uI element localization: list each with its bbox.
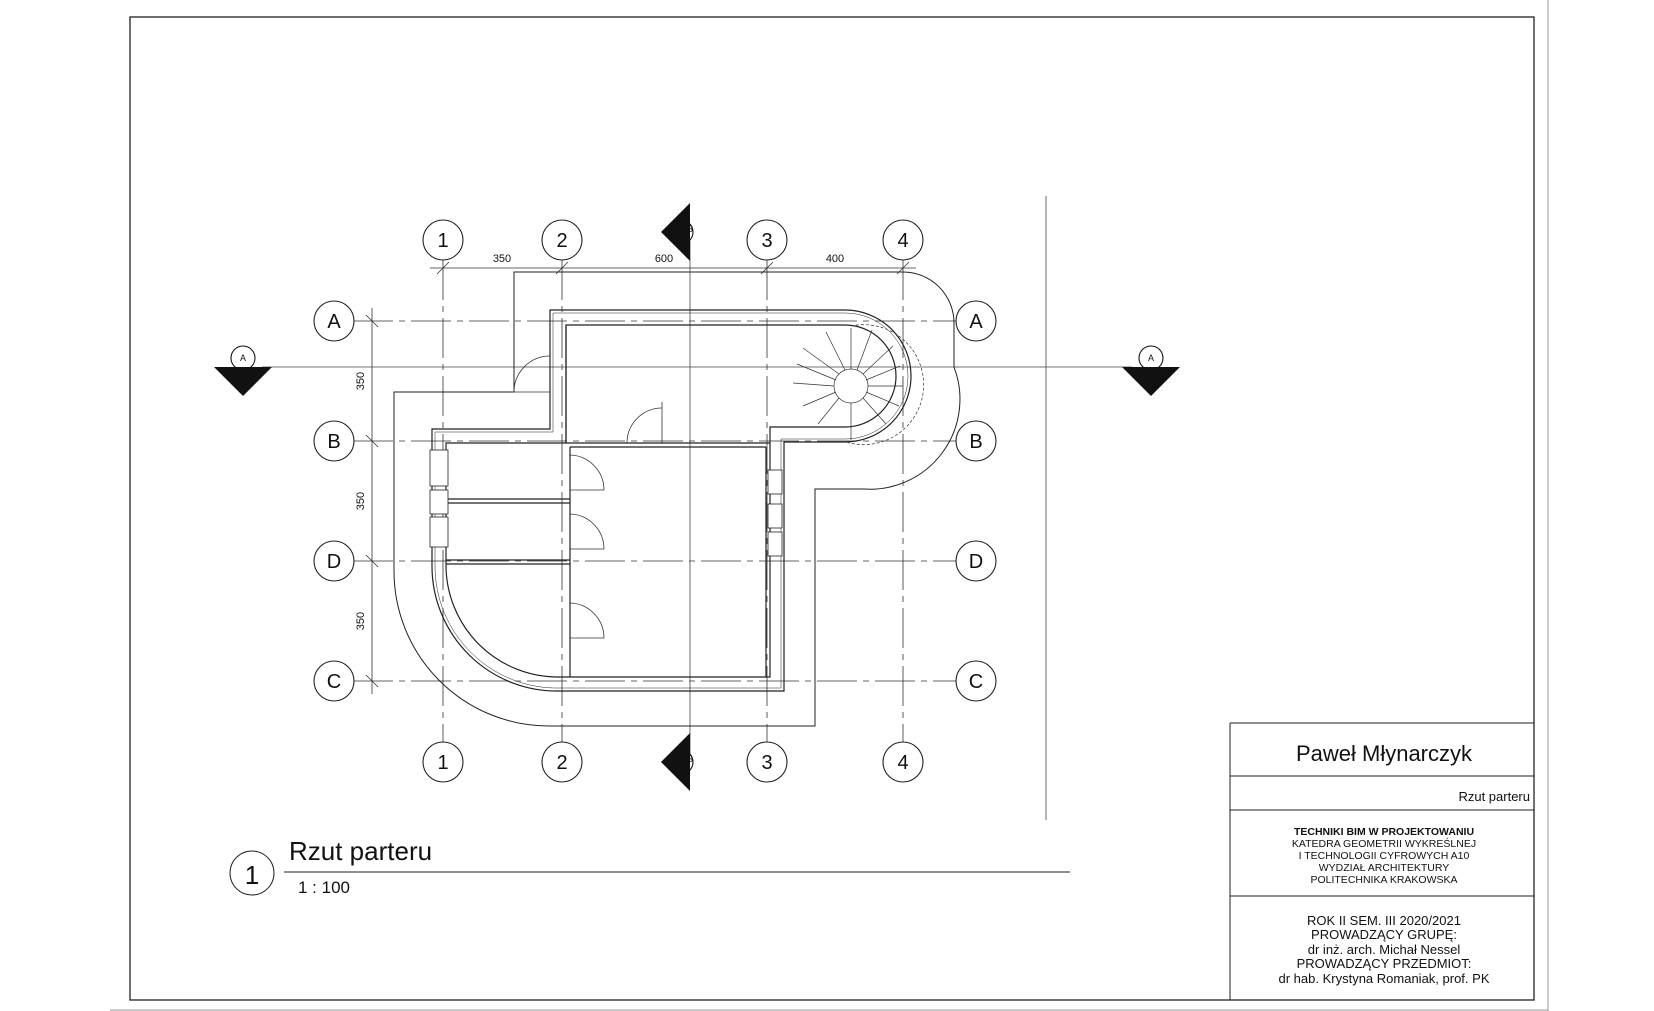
grid-head-D-right: [955, 540, 997, 582]
dim-col-3: 400: [826, 253, 844, 265]
dim-col-2: 600: [655, 253, 673, 265]
grid-labels-right: A B D C: [969, 311, 984, 693]
grid-head-B-right: [955, 420, 997, 462]
department-line-1: KATEDRA GEOMETRII WYKREŚLNEJ: [1291, 838, 1477, 850]
dim-row-3: 350: [355, 612, 367, 630]
grid-label-4-top: 4: [897, 230, 908, 252]
grid-label-B-left: B: [327, 431, 340, 453]
university-name: POLITECHNIKA KRAKOWSKA: [1310, 874, 1458, 886]
subject-lead-name: dr hab. Krystyna Romaniak, prof. PK: [1278, 970, 1490, 986]
windows: [429, 449, 783, 557]
grid-heads-bottom: [422, 741, 924, 783]
grid-label-1-bottom: 1: [437, 752, 448, 774]
view-title-graphic: [229, 850, 1070, 896]
grid-head-C-right: [955, 660, 997, 702]
grid-label-D-right: D: [969, 551, 983, 573]
section-marker-B-top: B: [661, 203, 694, 261]
doors: [513, 355, 663, 639]
author-name: Paweł Młynarczyk: [1295, 741, 1473, 766]
grid-head-2-bottom: [541, 741, 583, 783]
view-scale: 1 : 100: [298, 878, 350, 897]
section-marker-A-left: A: [214, 345, 272, 396]
grid-head-1-bottom: [422, 741, 464, 783]
grid-label-2-bottom: 2: [556, 752, 567, 774]
institution-info: TECHNIKI BIM W PROJEKTOWANIU KATEDRA GEO…: [1234, 814, 1534, 898]
grid-label-D-left: D: [327, 551, 341, 573]
grid-head-B-left: [313, 420, 355, 462]
grid-head-4-top: [882, 219, 924, 261]
title-block-frame: [1229, 722, 1534, 1000]
grid-lines: [353, 260, 956, 742]
grid-label-A-left: A: [327, 311, 341, 333]
dim-col-1: 350: [493, 253, 511, 265]
grid-label-4-bottom: 4: [897, 752, 908, 774]
grid-head-1-top: [422, 219, 464, 261]
course-info: ROK II SEM. III 2020/2021 PROWADZĄCY GRU…: [1234, 900, 1534, 1000]
dimension-texts: 350 600 400 350 350 350: [355, 253, 844, 630]
grid-head-3-top: [746, 219, 788, 261]
section-label-B-bottom: B: [687, 754, 693, 764]
spiral-staircase: [792, 324, 924, 445]
grid-head-A-left: [313, 300, 355, 342]
section-label-A-left: A: [240, 353, 246, 363]
grid-heads-top: [422, 219, 924, 261]
grid-label-B-right: B: [969, 431, 982, 453]
course-name: TECHNIKI BIM W PROJEKTOWANIU: [1293, 826, 1475, 838]
section-marker-A-right: A: [1122, 345, 1180, 396]
grid-label-1-top: 1: [437, 230, 448, 252]
grid-labels-top: 1 2 3 4: [437, 230, 908, 252]
dim-row-2: 350: [355, 492, 367, 510]
grid-label-C-left: C: [327, 671, 341, 693]
department-line-2: I TECHNOLOGII CYFROWYCH A10: [1298, 850, 1470, 862]
grid-head-4-bottom: [882, 741, 924, 783]
grid-labels-left: A B D C: [327, 311, 342, 693]
faculty-name: WYDZIAŁ ARCHITEKTURY: [1318, 862, 1450, 874]
section-label-B-top: B: [687, 224, 693, 234]
group-lead-name: dr inż. arch. Michał Nessel: [1307, 941, 1461, 957]
sheet-frame: [110, 0, 1549, 1011]
grid-label-C-right: C: [969, 671, 983, 693]
section-lines: [262, 240, 1132, 768]
title-block: Paweł Młynarczyk Rzut parteru TECHNIKI B…: [1234, 728, 1534, 1000]
grid-label-3-top: 3: [761, 230, 772, 252]
grid-label-2-top: 2: [556, 230, 567, 252]
grid-head-C-left: [313, 660, 355, 702]
view-title: Rzut parteru: [289, 836, 433, 866]
section-marker-B-bottom: B: [661, 733, 694, 791]
subject-lead-label: PROWADZĄCY PRZEDMIOT:: [1296, 956, 1472, 972]
grid-head-D-left: [313, 540, 355, 582]
grid-head-3-bottom: [746, 741, 788, 783]
grid-label-3-bottom: 3: [761, 752, 772, 774]
year-semester: ROK II SEM. III 2020/2021: [1307, 912, 1461, 928]
sheet-name: Rzut parteru: [1458, 788, 1530, 804]
grid-head-2-top: [541, 219, 583, 261]
grid-heads-left: [313, 300, 355, 702]
group-lead-label: PROWADZĄCY GRUPĘ:: [1311, 927, 1457, 943]
grid-head-A-right: [955, 300, 997, 342]
grid-labels-bottom: 1 2 3 4: [437, 752, 908, 774]
section-label-A-right: A: [1148, 353, 1154, 363]
view-number: 1: [244, 860, 260, 890]
grid-heads-right: [955, 300, 997, 702]
dim-row-1: 350: [355, 372, 367, 390]
grid-label-A-right: A: [969, 311, 983, 333]
site-outline: [393, 271, 961, 727]
